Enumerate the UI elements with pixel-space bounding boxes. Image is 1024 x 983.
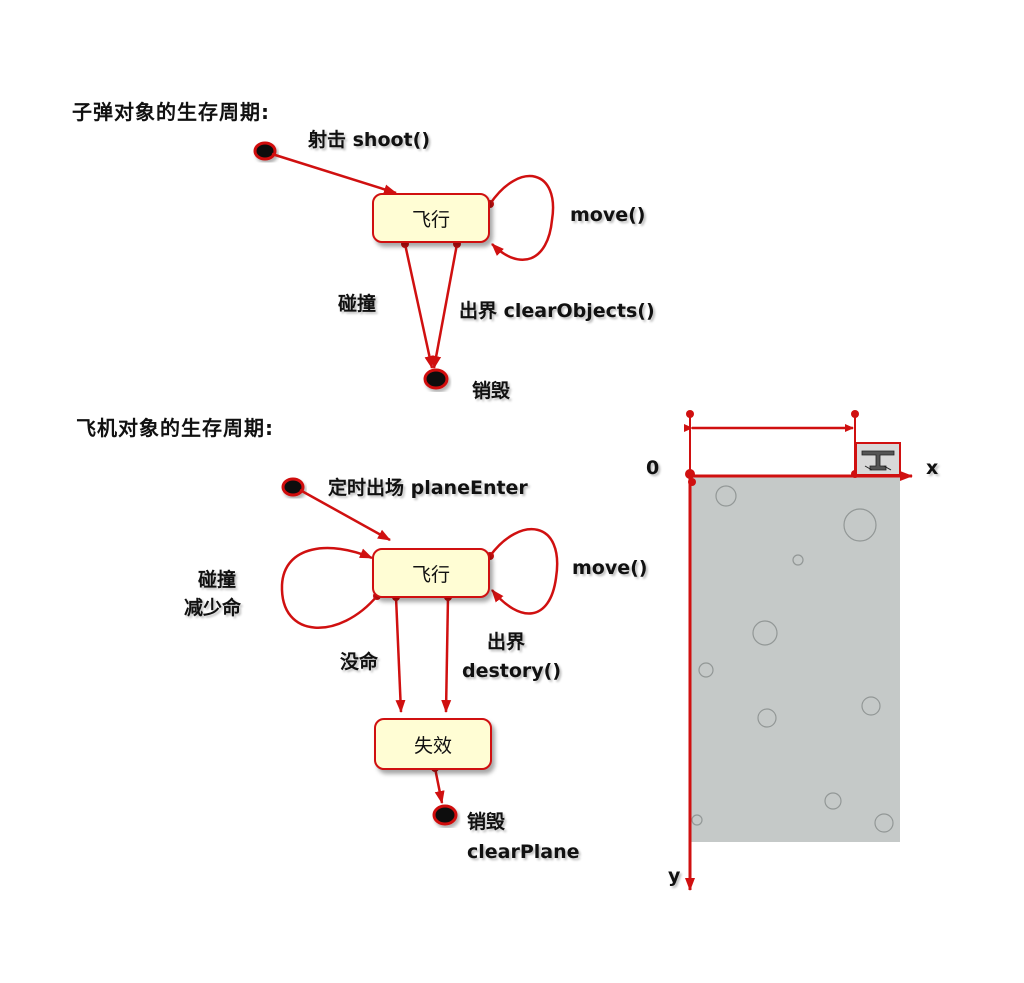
bullet-out-label: 出界 clearObjects() — [459, 300, 655, 322]
origin-label: 0 — [646, 457, 660, 479]
plane-state-flying: 飞行 — [372, 548, 490, 598]
plane-move-label: move() — [572, 557, 648, 579]
bullet-move-label: move() — [570, 204, 646, 226]
plane-enter-arrow — [299, 488, 391, 542]
plane-destroy-arrow — [433, 767, 445, 804]
plane-destroy-label-line1: 销毁 — [467, 811, 506, 833]
bullet-out-arrow — [431, 243, 459, 369]
y-axis-label: y — [668, 865, 681, 887]
plane-sprite-icon — [855, 442, 901, 476]
bullet-lifecycle-title: 子弹对象的生存周期: — [72, 100, 270, 124]
plane-enter-label: 定时出场 planeEnter — [328, 477, 528, 499]
plane-nolife-arrow — [394, 596, 406, 713]
bullet-destroy-label: 销毁 — [472, 380, 511, 402]
plane-out-label-line2: destory() — [462, 660, 562, 682]
plane-move-loop — [488, 528, 559, 615]
plane-destroy-label-line2: clearPlane — [467, 841, 580, 863]
plane-lifecycle-title: 飞机对象的生存周期: — [76, 416, 274, 440]
game-area — [690, 476, 900, 842]
bullet-move-loop — [488, 174, 555, 262]
asteroid-textures — [691, 485, 894, 833]
bullet-collide-arrow — [403, 243, 435, 369]
bullet-shoot-arrow — [271, 152, 397, 195]
plane-collide-loop — [280, 546, 378, 629]
bullet-shoot-label: 射击 shoot() — [308, 129, 431, 151]
plane-collide-label-line2: 减少命 — [184, 597, 242, 619]
plane-out-arrow — [441, 596, 452, 713]
plane-end-node — [432, 804, 458, 826]
bullet-start-node — [253, 141, 277, 161]
plane-state-invalid: 失效 — [374, 718, 492, 770]
bullet-state-flying: 飞行 — [372, 193, 490, 243]
plane-out-label-line1: 出界 — [487, 631, 526, 653]
bullet-end-node — [423, 368, 449, 390]
plane-collide-label-line1: 碰撞 — [198, 569, 237, 591]
bullet-collide-label: 碰撞 — [338, 293, 377, 315]
plane-nolife-label: 没命 — [340, 651, 379, 673]
x-axis-label: x — [926, 457, 939, 479]
plane-start-node — [281, 477, 305, 497]
